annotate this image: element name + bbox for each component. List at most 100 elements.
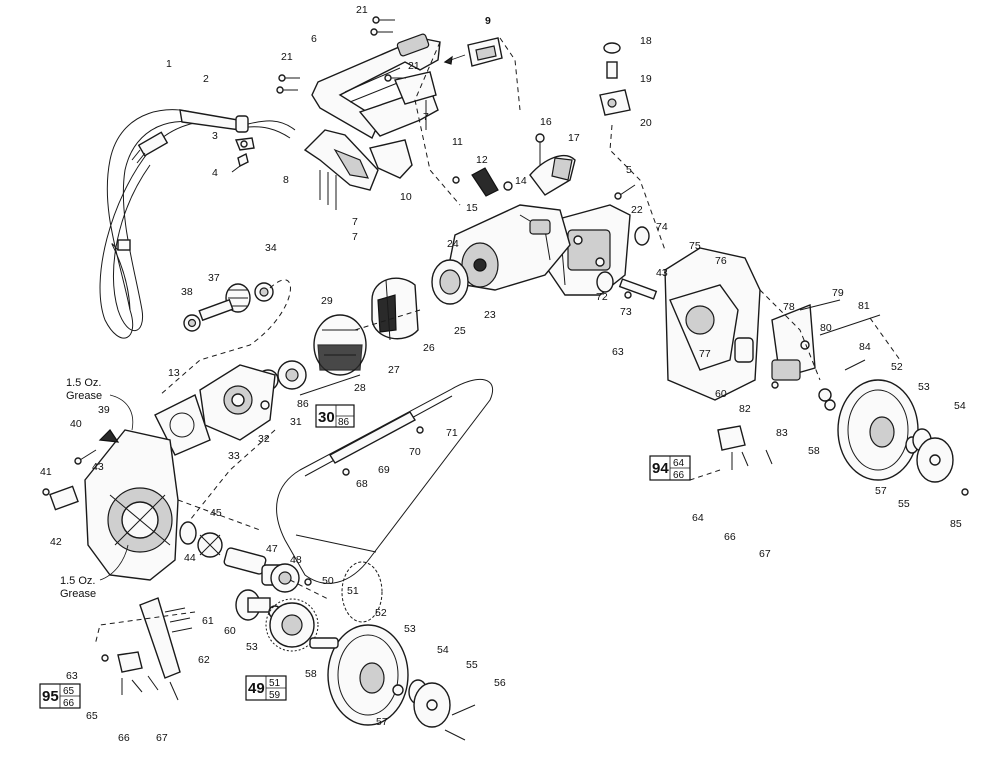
kit-95-sub-1: 65 (63, 686, 75, 697)
callout-24: 24 (447, 238, 459, 250)
callout-31: 31 (290, 416, 302, 428)
callout-44: 44 (184, 552, 196, 564)
callout-85: 85 (950, 518, 962, 530)
callout-27: 27 (388, 364, 400, 376)
grease-note-bottom: 1.5 Oz. Grease (60, 544, 129, 600)
callout-61: 61 (202, 615, 214, 627)
callout-41: 41 (40, 466, 52, 478)
callout-83: 83 (776, 427, 788, 439)
callout-23: 23 (484, 309, 496, 321)
callout-17: 17 (568, 132, 580, 144)
callout-2: 2 (203, 73, 209, 85)
callout-51: 51 (347, 585, 359, 597)
callout-14: 14 (515, 175, 527, 187)
callout-26: 26 (423, 342, 435, 354)
case-screws (42, 449, 97, 496)
callout-47: 47 (266, 543, 278, 555)
kit-30-sub-1: 86 (338, 417, 350, 428)
callout-55b: 55 (898, 498, 910, 510)
kit-94-main: 94 (652, 460, 669, 477)
callout-4: 4 (212, 167, 218, 179)
callout-6: 6 (311, 33, 317, 45)
motor-housing (449, 204, 571, 291)
lower-cover (392, 679, 476, 741)
callout-32: 32 (258, 433, 270, 445)
handle-screws (276, 16, 406, 94)
callout-78: 78 (783, 301, 795, 313)
kit-box-30: 30 86 (315, 404, 355, 428)
callout-5: 5 (626, 164, 632, 176)
callout-79: 79 (832, 287, 844, 299)
callout-18: 18 (640, 35, 652, 47)
kit-49-sub-2: 59 (269, 690, 281, 701)
callout-54a: 54 (437, 644, 449, 656)
callout-20: 20 (640, 117, 652, 129)
callout-7c: 7 (352, 231, 358, 243)
grease-note-bottom-line1: 1.5 Oz. (60, 575, 95, 587)
callout-66a: 66 (118, 732, 130, 744)
chain (341, 561, 383, 623)
callout-10: 10 (400, 191, 412, 203)
lower-bracket (101, 651, 179, 701)
callout-40: 40 (70, 418, 82, 430)
callout-43b: 43 (656, 267, 668, 279)
power-cord (99, 109, 296, 339)
tension-knob (599, 42, 631, 116)
kit-94-sub-1: 64 (673, 458, 685, 469)
callout-71: 71 (446, 427, 458, 439)
callout-68: 68 (356, 478, 368, 490)
callout-48: 48 (290, 554, 302, 566)
callout-73: 73 (620, 306, 632, 318)
callout-58b: 58 (808, 445, 820, 457)
callout-7a: 7 (423, 111, 429, 123)
callout-25: 25 (454, 325, 466, 337)
callout-58a: 58 (305, 668, 317, 680)
callout-70: 70 (409, 446, 421, 458)
callout-74: 74 (656, 221, 668, 233)
grease-note-bottom-line2: Grease (60, 588, 96, 600)
gear-housing (547, 204, 631, 296)
callout-37: 37 (208, 272, 220, 284)
drive-sprocket (235, 589, 319, 652)
callout-45: 45 (210, 507, 222, 519)
callout-82: 82 (739, 403, 751, 415)
callout-29: 29 (321, 295, 333, 307)
callout-39: 39 (98, 404, 110, 416)
upper-bracket (717, 425, 773, 470)
callout-77: 77 (699, 348, 711, 360)
callout-57b: 57 (875, 485, 887, 497)
kit-49-main: 49 (248, 680, 265, 697)
callout-43a: 43 (92, 461, 104, 473)
callout-62: 62 (198, 654, 210, 666)
callout-15: 15 (466, 202, 478, 214)
callout-54b: 54 (954, 400, 966, 412)
callout-12: 12 (476, 154, 488, 166)
callout-16: 16 (540, 116, 552, 128)
callout-13: 13 (168, 367, 180, 379)
callout-11: 11 (452, 136, 463, 148)
callout-63a: 63 (66, 670, 78, 682)
callout-65: 65 (86, 710, 98, 722)
callout-22: 22 (631, 204, 643, 216)
kit-95-main: 95 (42, 688, 59, 705)
right-wheel-mount (596, 226, 881, 401)
callout-42: 42 (50, 536, 62, 548)
callout-53a: 53 (246, 641, 258, 653)
kit-30-main: 30 (318, 409, 335, 426)
handle (311, 33, 441, 139)
kit-49-sub-1: 51 (269, 678, 281, 689)
grease-note-top-line1: 1.5 Oz. (66, 377, 101, 389)
callout-52b: 52 (891, 361, 903, 373)
callout-50: 50 (322, 575, 334, 587)
callout-34: 34 (265, 242, 277, 254)
callout-64: 64 (692, 512, 704, 524)
callout-81: 81 (858, 300, 870, 312)
grease-note-top-line2: Grease (66, 390, 102, 402)
callout-67a: 67 (156, 732, 168, 744)
callout-75: 75 (689, 240, 701, 252)
callout-76: 76 (715, 255, 727, 267)
callout-38: 38 (181, 286, 193, 298)
gear-case-left (49, 429, 179, 581)
kit-box-49: 49 51 59 (245, 675, 287, 701)
